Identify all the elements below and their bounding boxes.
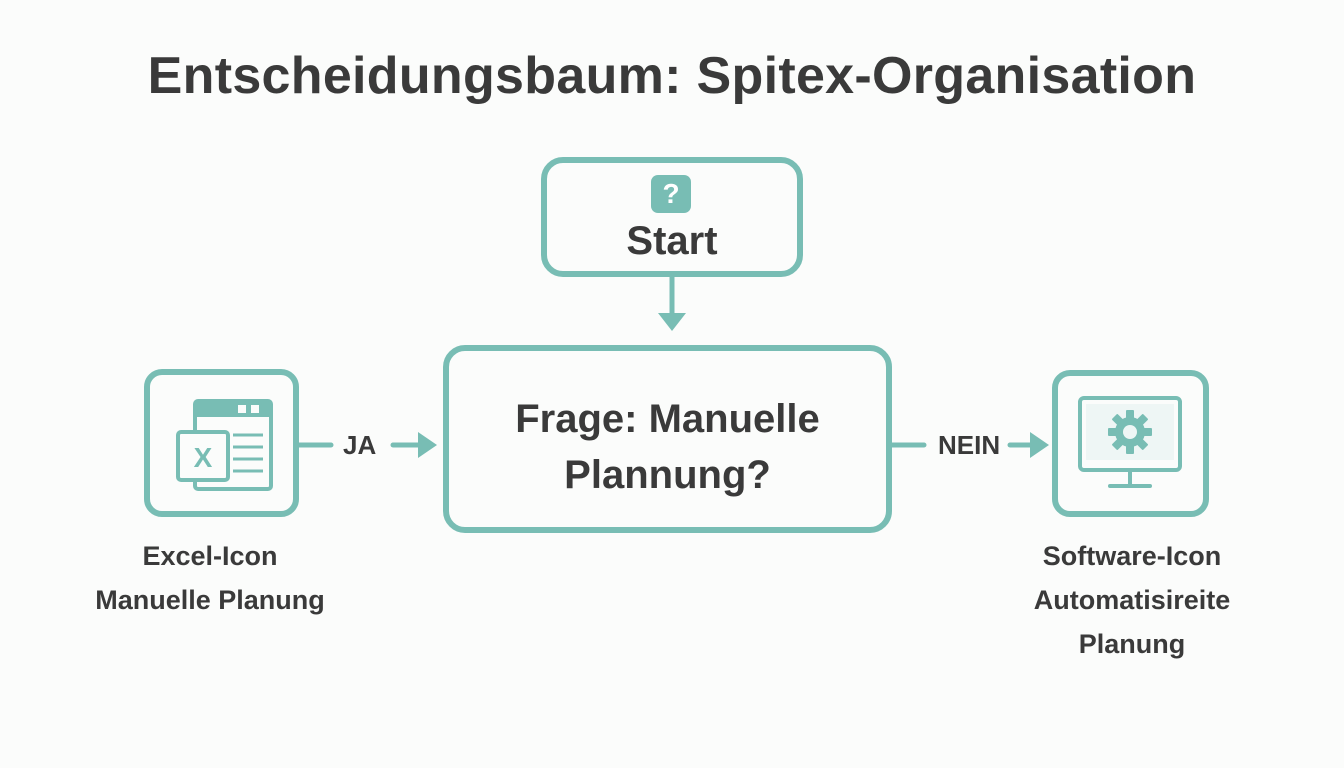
software-monitor-gear-icon: [1078, 396, 1182, 488]
question-mark-icon: ?: [651, 175, 691, 213]
software-caption-line-1: Software-Icon: [1042, 541, 1222, 571]
excel-caption: Excel-Icon Manuelle Planung: [60, 534, 360, 622]
arrowhead-right-ja: [418, 432, 437, 458]
start-node: ? Start: [541, 157, 803, 277]
question-line-1: Frage: Manuelle: [515, 397, 820, 441]
edge-label-ja: JA: [343, 430, 377, 460]
software-caption-line-2: Automatisireite: [1033, 585, 1231, 615]
software-caption: Software-Icon Automatisireite Planung: [1000, 534, 1264, 666]
excel-letter: X: [194, 442, 213, 473]
excel-node: X: [144, 369, 299, 517]
excel-caption-line-1: Excel-Icon: [142, 541, 278, 571]
arrowhead-down: [658, 313, 686, 331]
software-node: [1052, 370, 1209, 517]
excel-caption-line-2: Manuelle Planung: [95, 585, 325, 615]
question-line-2: Plannung?: [564, 453, 771, 497]
arrowhead-right-nein: [1030, 432, 1049, 458]
question-text: Frage: Manuelle Plannung?: [449, 391, 886, 503]
start-label: Start: [626, 219, 718, 263]
excel-icon: X: [176, 399, 273, 491]
question-node: Frage: Manuelle Plannung?: [443, 345, 892, 533]
software-caption-line-3: Planung: [1078, 629, 1186, 659]
page-title: Entscheidungsbaum: Spitex-Organisation: [147, 47, 1197, 105]
edge-label-nein: NEIN: [938, 430, 1001, 460]
